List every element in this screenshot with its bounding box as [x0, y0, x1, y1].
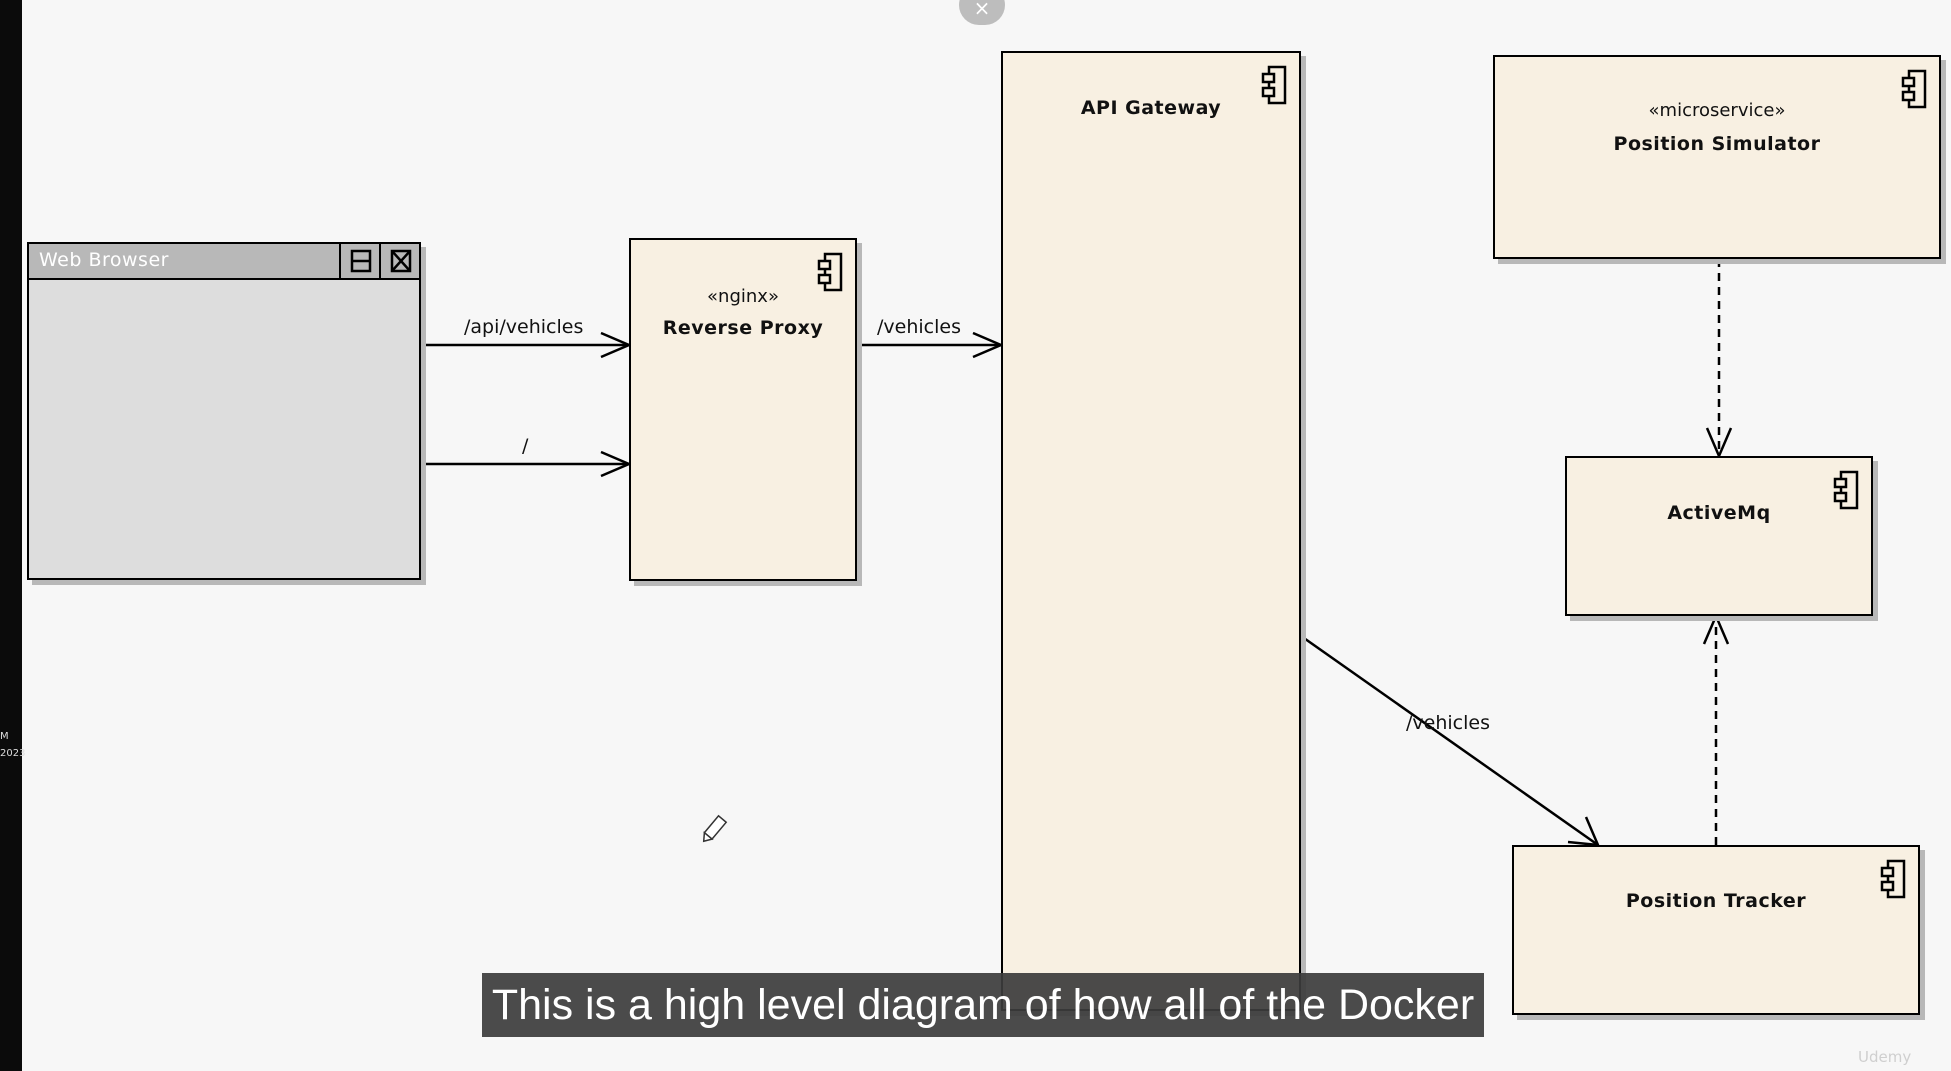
activemq-title: ActiveMq — [1667, 502, 1771, 524]
left-edge-strip — [0, 0, 22, 1071]
edge-label-proxy-gateway: /vehicles — [877, 316, 961, 338]
component-icon — [817, 252, 843, 292]
video-caption: This is a high level diagram of how all … — [482, 973, 1484, 1037]
edge-label-gateway-tracker: /vehicles — [1406, 712, 1490, 734]
component-icon — [1880, 859, 1906, 899]
clock-line-2: 2023 — [0, 748, 26, 759]
activemq-node[interactable]: ActiveMq — [1565, 456, 1873, 616]
reverse-proxy-stereotype: «nginx» — [707, 286, 779, 307]
api-gateway-node[interactable]: API Gateway — [1001, 51, 1301, 1011]
position-tracker-node[interactable]: Position Tracker — [1512, 845, 1920, 1015]
api-gateway-title: API Gateway — [1080, 97, 1222, 119]
edge-gateway-tracker — [1300, 634, 1599, 847]
clock-line-1: M — [0, 731, 9, 742]
web-browser-titlebar: Web Browser — [29, 244, 419, 280]
udemy-watermark: Udemy — [1858, 1048, 1912, 1066]
component-icon — [1261, 65, 1287, 105]
component-icon — [1901, 69, 1927, 109]
pen-cursor-icon — [702, 814, 728, 843]
taskbar-clock: M 2023 — [0, 728, 26, 768]
edge-tracker-activemq-arrowhead — [1702, 612, 1730, 645]
minimize-icon[interactable] — [339, 244, 379, 278]
position-simulator-title: Position Simulator — [1613, 133, 1821, 155]
edge-label-api-vehicles: /api/vehicles — [464, 316, 584, 338]
reverse-proxy-node[interactable]: «nginx» Reverse Proxy — [629, 238, 857, 581]
web-browser-node[interactable]: Web Browser — [27, 242, 421, 580]
position-simulator-stereotype: «microservice» — [1648, 100, 1786, 121]
edge-label-root: / — [522, 435, 529, 457]
reverse-proxy-title: Reverse Proxy — [662, 317, 824, 339]
component-icon — [1833, 470, 1859, 510]
close-box-icon[interactable] — [379, 244, 419, 278]
web-browser-title: Web Browser — [39, 249, 169, 271]
position-tracker-title: Position Tracker — [1625, 890, 1807, 912]
position-simulator-node[interactable]: «microservice» Position Simulator — [1493, 55, 1941, 259]
